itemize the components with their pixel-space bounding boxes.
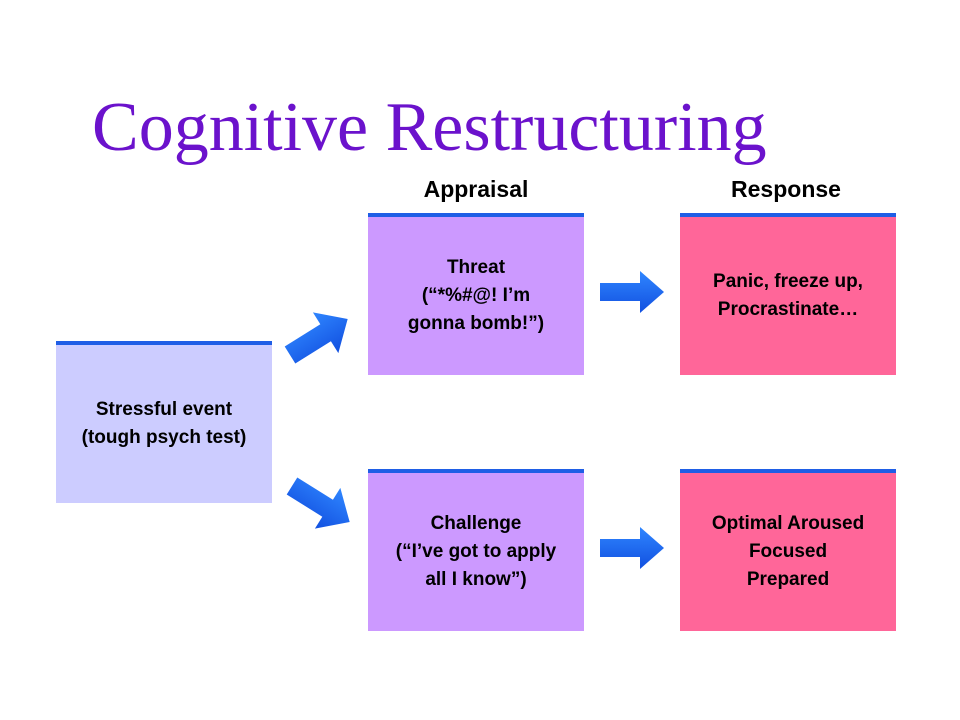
panic-response-text: Panic, freeze up, Procrastinate… [713,271,863,320]
arrow-to-threat-icon [284,312,348,364]
optimal-response-box: Optimal Aroused Focused Prepared [680,469,896,631]
stressful-event-box: Stressful event (tough psych test) [56,341,272,503]
panic-response-box: Panic, freeze up, Procrastinate… [680,213,896,375]
threat-box: Threat (“*%#@! I’m gonna bomb!”) [368,213,584,375]
response-column-heading: Response [731,176,841,202]
challenge-box: Challenge (“I’ve got to apply all I know… [368,469,584,631]
arrow-to-optimal-icon [600,527,664,569]
challenge-text: Challenge (“I’ve got to apply all I know… [395,513,557,590]
slide-title: Cognitive Restructuring [92,89,767,166]
optimal-response-text: Optimal Aroused Focused Prepared [711,513,865,590]
arrow-to-challenge-icon [286,477,350,529]
appraisal-column-heading: Appraisal [423,176,529,202]
stressful-event-text: Stressful event (tough psych test) [81,399,247,448]
arrow-to-panic-icon [600,271,664,313]
threat-text: Threat (“*%#@! I’m gonna bomb!”) [407,257,545,334]
